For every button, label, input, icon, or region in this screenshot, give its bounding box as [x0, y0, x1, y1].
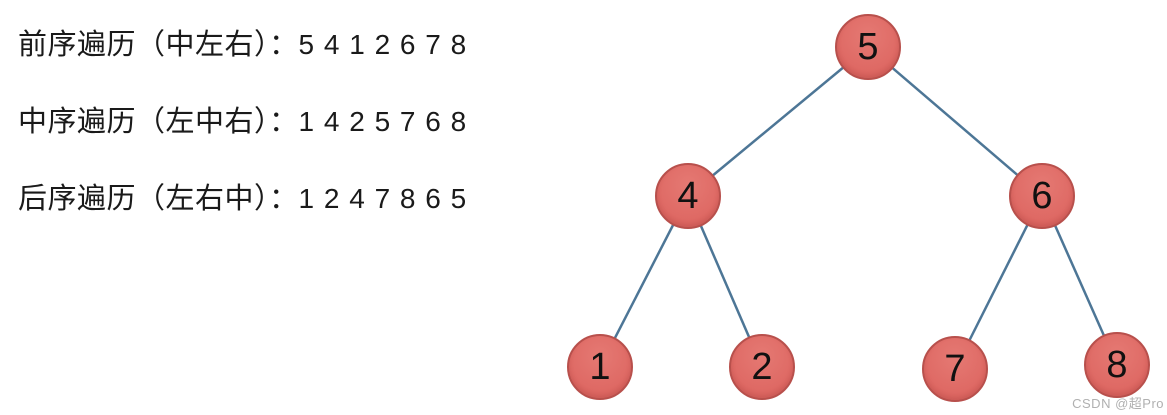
- traversal-label-preorder: 前序遍历（中左右）：: [18, 29, 299, 61]
- traversal-row-preorder: 前序遍历（中左右）：5 4 1 2 6 7 8: [18, 28, 467, 62]
- tree-node-8: 8: [1084, 332, 1150, 398]
- traversal-row-inorder: 中序遍历（左中右）：1 4 2 5 7 6 8: [18, 105, 467, 139]
- traversal-sequence-preorder: 5 4 1 2 6 7 8: [298, 29, 468, 60]
- traversal-list: 前序遍历（中左右）：5 4 1 2 6 7 8 中序遍历（左中右）：1 4 2 …: [18, 28, 467, 259]
- tree-edge-5-6: [867, 46, 1043, 197]
- tree-edge-5-4: [687, 46, 869, 197]
- traversal-label-postorder: 后序遍历（左右中）：: [18, 183, 299, 215]
- tree-node-6: 6: [1009, 163, 1075, 229]
- tree-node-7: 7: [922, 336, 988, 402]
- traversal-row-postorder: 后序遍历（左右中）：1 2 4 7 8 6 5: [18, 182, 467, 216]
- tree-node-2: 2: [729, 334, 795, 400]
- traversal-sequence-inorder: 1 4 2 5 7 6 8: [298, 106, 468, 137]
- traversal-label-inorder: 中序遍历（左中右）：: [18, 106, 299, 138]
- tree-node-1: 1: [567, 334, 633, 400]
- traversal-sequence-postorder: 1 2 4 7 8 6 5: [298, 183, 468, 214]
- tree-node-4: 4: [655, 163, 721, 229]
- watermark: CSDN @超Pro: [1072, 396, 1164, 411]
- tree-node-5: 5: [835, 14, 901, 80]
